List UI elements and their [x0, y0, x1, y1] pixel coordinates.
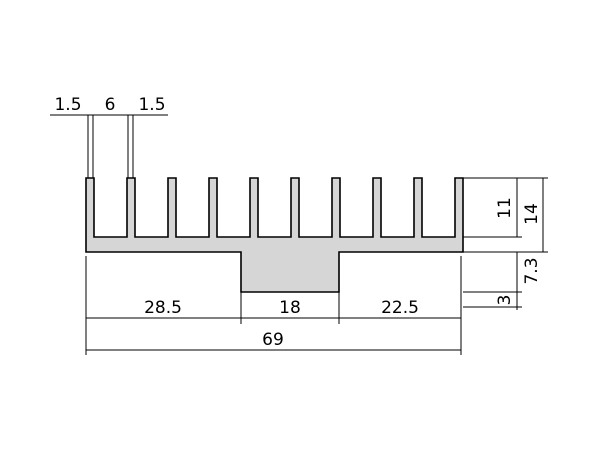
bottom-dimension: 28.5 18 22.5 69	[85, 256, 462, 355]
dim-right-wall: 1.5	[138, 95, 165, 115]
dim-fin-height: 11	[495, 197, 515, 219]
dim-left-segment: 28.5	[144, 298, 182, 318]
dim-overall-width: 69	[262, 330, 284, 350]
dim-right-segment: 22.5	[381, 298, 419, 318]
dim-left-wall: 1.5	[54, 95, 81, 115]
dim-fin-gap: 6	[105, 95, 116, 115]
heatsink-profile	[85, 177, 464, 293]
top-dimension: 1.5 6 1.5	[50, 95, 168, 178]
dim-total-height: 14	[522, 203, 542, 225]
dim-base-block: 7.3	[522, 257, 542, 284]
right-dimension: 11 14 7.3 3	[463, 177, 548, 310]
dim-middle-segment: 18	[279, 298, 301, 318]
dim-step: 3	[495, 295, 515, 306]
